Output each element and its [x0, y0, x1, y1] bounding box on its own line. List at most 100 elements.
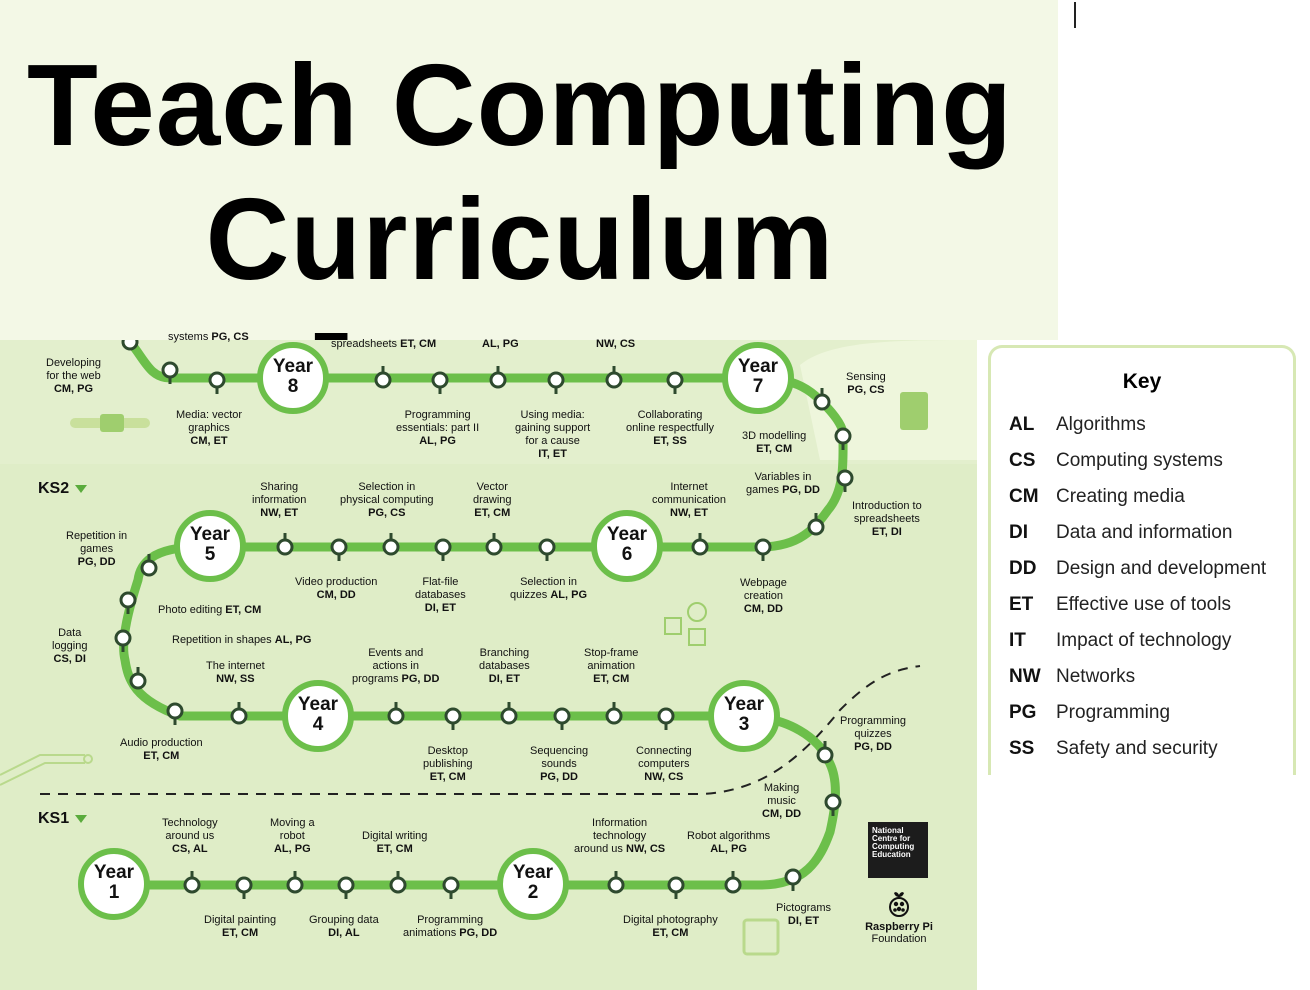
unit-stop[interactable]	[444, 707, 462, 725]
unit-label-systems[interactable]: systems PG, CS	[168, 331, 249, 344]
unit-stop[interactable]	[330, 538, 348, 556]
unit-stop[interactable]	[824, 793, 842, 811]
unit-stop[interactable]	[286, 876, 304, 894]
unit-stop[interactable]	[657, 707, 675, 725]
unit-stop[interactable]	[500, 707, 518, 725]
unit-stop[interactable]	[389, 876, 407, 894]
unit-stop[interactable]	[807, 518, 825, 536]
unit-stop[interactable]	[691, 538, 709, 556]
unit-label-spreadsheets[interactable]: spreadsheets ET, CM	[331, 338, 436, 351]
unit-stop[interactable]	[754, 538, 772, 556]
unit-stop[interactable]	[183, 876, 201, 894]
unit-stop[interactable]	[374, 371, 392, 389]
unit-stop[interactable]	[666, 371, 684, 389]
unit-stop[interactable]	[485, 538, 503, 556]
unit-stop[interactable]	[337, 876, 355, 894]
ks-divider-line	[40, 665, 921, 795]
unit-stop[interactable]	[816, 746, 834, 764]
unit-stop[interactable]	[276, 538, 294, 556]
unit-stop[interactable]	[489, 371, 507, 389]
unit-stop[interactable]	[166, 702, 184, 720]
unit-stop[interactable]	[140, 559, 158, 577]
unit-stop[interactable]	[605, 371, 623, 389]
unit-stop[interactable]	[230, 707, 248, 725]
unit-stop[interactable]	[434, 538, 452, 556]
unit-stop[interactable]	[667, 876, 685, 894]
unit-stop[interactable]	[114, 629, 132, 647]
unit-stop[interactable]	[382, 538, 400, 556]
unit-stop[interactable]	[119, 591, 137, 609]
unit-stop[interactable]	[129, 672, 147, 690]
unit-stop[interactable]	[605, 707, 623, 725]
unit-stop[interactable]	[834, 427, 852, 445]
unit-label-repetition-in-shapes[interactable]: Repetition in shapes AL, PG	[172, 634, 311, 647]
unit-stop[interactable]	[553, 707, 571, 725]
unit-stop[interactable]	[547, 371, 565, 389]
key-code: IT	[1009, 630, 1026, 651]
unit-stop[interactable]	[161, 361, 179, 379]
unit-stop[interactable]	[235, 876, 253, 894]
unit-stop[interactable]	[607, 876, 625, 894]
unit-stop[interactable]	[442, 876, 460, 894]
unit-label-al-pg-top[interactable]: AL, PG	[482, 338, 519, 351]
unit-stop[interactable]	[836, 469, 854, 487]
unit-label-photo-editing[interactable]: Photo editing ET, CM	[158, 604, 261, 617]
unit-stop[interactable]	[784, 868, 802, 886]
unit-stop[interactable]	[813, 393, 831, 411]
unit-stop[interactable]	[121, 340, 139, 351]
unit-stop[interactable]	[538, 538, 556, 556]
unit-stop[interactable]	[208, 371, 226, 389]
unit-label-nw-cs-top[interactable]: NW, CS	[596, 338, 635, 351]
unit-stop[interactable]	[387, 707, 405, 725]
unit-stop[interactable]	[431, 371, 449, 389]
unit-stop[interactable]	[724, 876, 742, 894]
